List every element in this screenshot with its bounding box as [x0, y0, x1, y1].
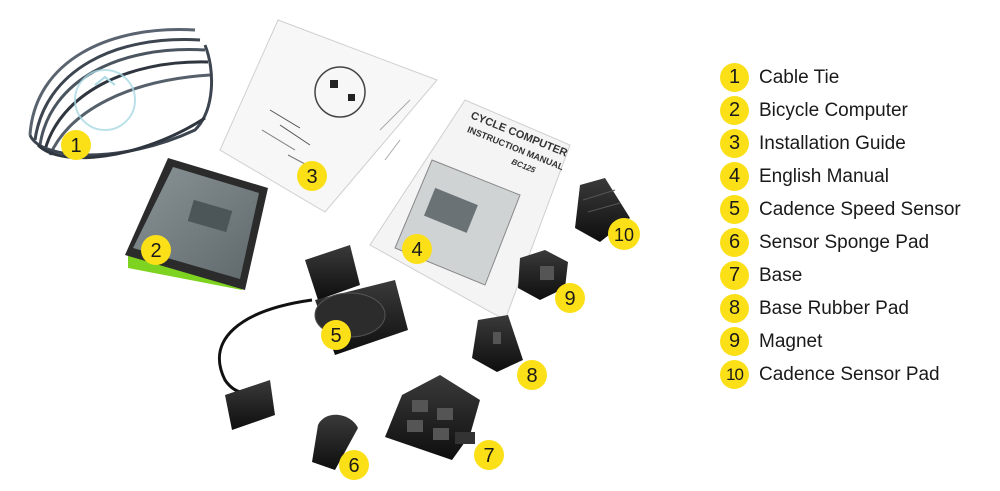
legend-label: English Manual — [759, 165, 889, 187]
product-photo: CYCLE COMPUTER INSTRUCTION MANUAL BC125 — [28, 19, 640, 480]
badge-3: 3 — [297, 161, 327, 191]
legend-label: Cadence Sensor Pad — [759, 363, 940, 385]
legend-label: Base — [759, 264, 803, 286]
legend-number: 7 — [720, 261, 749, 290]
legend-label: Base Rubber Pad — [759, 297, 909, 319]
legend-item-cable-tie: 1 Cable Tie — [720, 61, 961, 94]
legend-number: 10 — [720, 360, 749, 389]
svg-text:7: 7 — [483, 445, 494, 467]
badge-2: 2 — [141, 235, 171, 265]
badge-5: 5 — [321, 320, 351, 350]
svg-text:10: 10 — [614, 225, 634, 245]
legend-number: 2 — [720, 96, 749, 125]
svg-text:5: 5 — [330, 325, 341, 347]
legend-label: Magnet — [759, 330, 823, 352]
legend-item-english-manual: 4 English Manual — [720, 160, 961, 193]
legend-number: 4 — [720, 162, 749, 191]
legend-item-sensor-sponge-pad: 6 Sensor Sponge Pad — [720, 226, 961, 259]
legend-label: Bicycle Computer — [759, 99, 908, 121]
legend-number: 9 — [720, 327, 749, 356]
legend-item-cadence-speed-sensor: 5 Cadence Speed Sensor — [720, 193, 961, 226]
svg-text:1: 1 — [70, 135, 81, 157]
base-rubber-pad-image — [472, 315, 523, 372]
badge-7: 7 — [474, 440, 504, 470]
cable-tie-image — [28, 28, 214, 160]
legend-number: 5 — [720, 195, 749, 224]
legend-number: 1 — [720, 63, 749, 92]
svg-text:9: 9 — [564, 288, 575, 310]
magnet-image — [518, 250, 568, 300]
parts-legend: 1 Cable Tie 2 Bicycle Computer 3 Installati… — [720, 61, 961, 391]
legend-label: Cadence Speed Sensor — [759, 198, 961, 220]
legend-number: 3 — [720, 129, 749, 158]
installation-guide-image — [219, 19, 438, 213]
badge-10: 10 — [608, 218, 640, 250]
svg-text:3: 3 — [306, 166, 317, 188]
legend-item-cadence-sensor-pad: 10 Cadence Sensor Pad — [720, 358, 961, 391]
badge-4: 4 — [402, 234, 432, 264]
badge-6: 6 — [339, 450, 369, 480]
badge-9: 9 — [555, 283, 585, 313]
cadence-speed-sensor-image — [218, 245, 408, 430]
legend-number: 8 — [720, 294, 749, 323]
legend-label: Installation Guide — [759, 132, 906, 154]
legend-item-magnet: 9 Magnet — [720, 325, 961, 358]
badge-8: 8 — [517, 360, 547, 390]
legend-label: Sensor Sponge Pad — [759, 231, 930, 253]
base-image — [385, 375, 480, 460]
svg-text:6: 6 — [348, 455, 359, 477]
svg-text:4: 4 — [411, 239, 422, 261]
legend-number: 6 — [720, 228, 749, 257]
legend-item-bicycle-computer: 2 Bicycle Computer — [720, 94, 961, 127]
badge-1: 1 — [61, 130, 91, 160]
bicycle-computer-image — [125, 158, 268, 290]
sensor-sponge-pad-image — [312, 414, 358, 470]
legend-item-installation-guide: 3 Installation Guide — [720, 127, 961, 160]
legend-item-base: 7 Base — [720, 259, 961, 292]
svg-text:2: 2 — [150, 240, 161, 262]
legend-label: Cable Tie — [759, 66, 840, 88]
svg-text:8: 8 — [526, 365, 537, 387]
legend-item-base-rubber-pad: 8 Base Rubber Pad — [720, 292, 961, 325]
